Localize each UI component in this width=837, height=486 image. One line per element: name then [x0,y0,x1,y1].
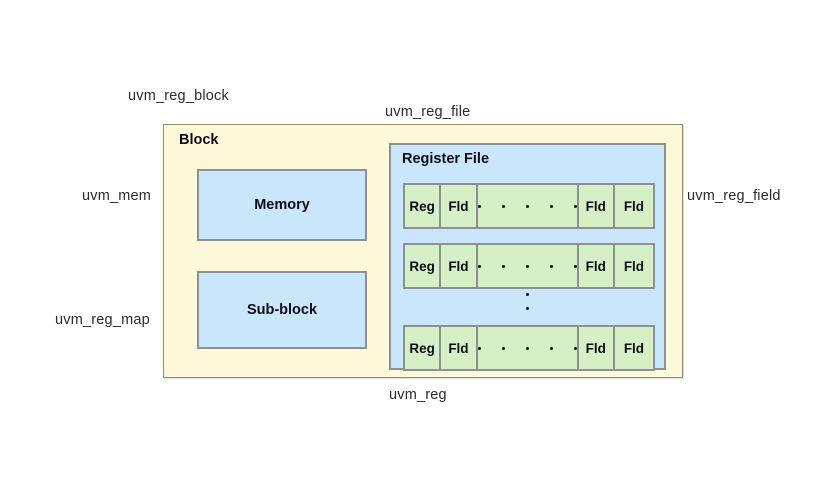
memory-box: Memory [197,169,367,241]
horizontal-ellipsis-icon [477,264,577,268]
annotation-uvm-reg: uvm_reg [389,387,447,403]
register-cell-field: Fld [578,245,615,287]
horizontal-ellipsis-icon [477,346,577,350]
block-title: Block [179,132,219,148]
sub-block-box: Sub-block [197,271,367,349]
register-cell-field: Fld [441,245,478,287]
annotation-uvm-mem: uvm_mem [82,188,152,204]
register-cell-field: Fld [614,327,653,369]
register-row: Reg Fld Fld Fld [403,183,655,229]
register-cell-field: Fld [441,185,478,227]
register-cell-field: Fld [614,245,653,287]
register-cell-reg: Reg [405,245,442,287]
block-container: Block Memory Sub-block Register File Reg… [163,124,683,378]
register-cell-reg: Reg [405,327,442,369]
page-edge-line [823,0,824,486]
register-cell-field: Fld [578,327,615,369]
register-cell-field: Fld [614,185,653,227]
register-file-container: Register File Reg Fld Fld Fld Reg Fld [389,143,666,371]
horizontal-ellipsis-icon [477,204,577,208]
register-cell-ellipsis [477,245,579,287]
annotation-uvm-reg-field: uvm_reg_field [687,188,781,204]
vertical-ellipsis-icon [391,293,664,310]
register-cell-reg: Reg [405,185,442,227]
register-cell-field: Fld [441,327,478,369]
annotation-uvm-reg-block: uvm_reg_block [128,88,229,104]
annotation-uvm-reg-map: uvm_reg_map [55,312,150,328]
register-file-title: Register File [402,151,490,167]
register-cell-field: Fld [578,185,615,227]
register-cell-ellipsis [477,185,579,227]
register-row: Reg Fld Fld Fld [403,325,655,371]
register-row: Reg Fld Fld Fld [403,243,655,289]
register-cell-ellipsis [477,327,579,369]
annotation-uvm-reg-file: uvm_reg_file [385,104,471,120]
